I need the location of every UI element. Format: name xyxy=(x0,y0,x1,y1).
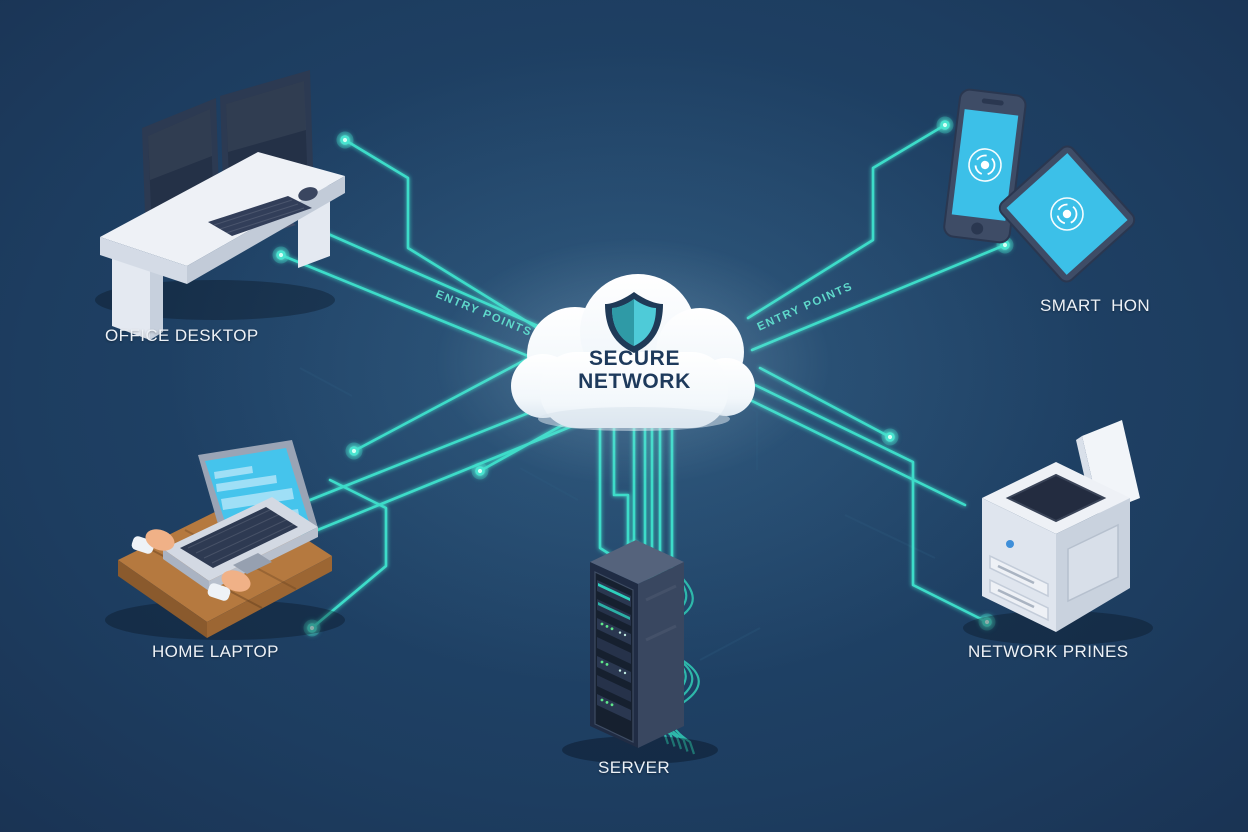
cloud-title-line1: SECURE xyxy=(588,347,681,370)
node-desktop-bottom xyxy=(272,246,290,264)
server-side xyxy=(638,562,684,748)
line-printer-1 xyxy=(753,383,989,624)
label-smartphone: SMART HON xyxy=(1040,296,1151,315)
node-right-mid xyxy=(881,428,899,446)
line-laptop-5 xyxy=(310,478,388,630)
label-network-printer: NETWORK PRINES xyxy=(968,642,1129,661)
laptop-keyboard xyxy=(180,507,298,568)
home-laptop-illustration xyxy=(105,440,345,640)
mouse xyxy=(298,187,318,201)
printer-logo xyxy=(1006,540,1014,548)
printer-front xyxy=(982,498,1056,632)
cloud-title-line2: NETWORK xyxy=(578,370,691,394)
node-desktop-top xyxy=(336,131,354,149)
smartphone-illustration xyxy=(943,88,1136,283)
biometric-circle-icon xyxy=(968,148,1002,182)
office-desktop-illustration xyxy=(95,70,345,340)
cloud-title: SECURE NETWORK xyxy=(552,347,717,393)
secure-network-cloud xyxy=(434,237,834,487)
server-rack-units xyxy=(597,580,631,721)
line-phone-1 xyxy=(746,123,947,320)
server-top xyxy=(590,540,684,584)
node-laptop-top xyxy=(345,442,363,460)
desk-top xyxy=(100,152,345,266)
node-laptop-mid xyxy=(471,462,489,480)
label-office-desktop: OFFICE DESKTOP xyxy=(105,326,259,345)
hands xyxy=(131,529,251,601)
shield-icon xyxy=(605,292,663,353)
keyboard xyxy=(208,196,312,236)
label-server: SERVER xyxy=(598,758,671,777)
biometric-circle-icon xyxy=(1050,197,1084,231)
node-phone xyxy=(936,116,954,134)
label-home-laptop: HOME LAPTOP xyxy=(152,642,279,661)
cloud-shape xyxy=(511,274,755,428)
network-printer-illustration xyxy=(963,420,1153,645)
server-illustration xyxy=(562,540,718,764)
